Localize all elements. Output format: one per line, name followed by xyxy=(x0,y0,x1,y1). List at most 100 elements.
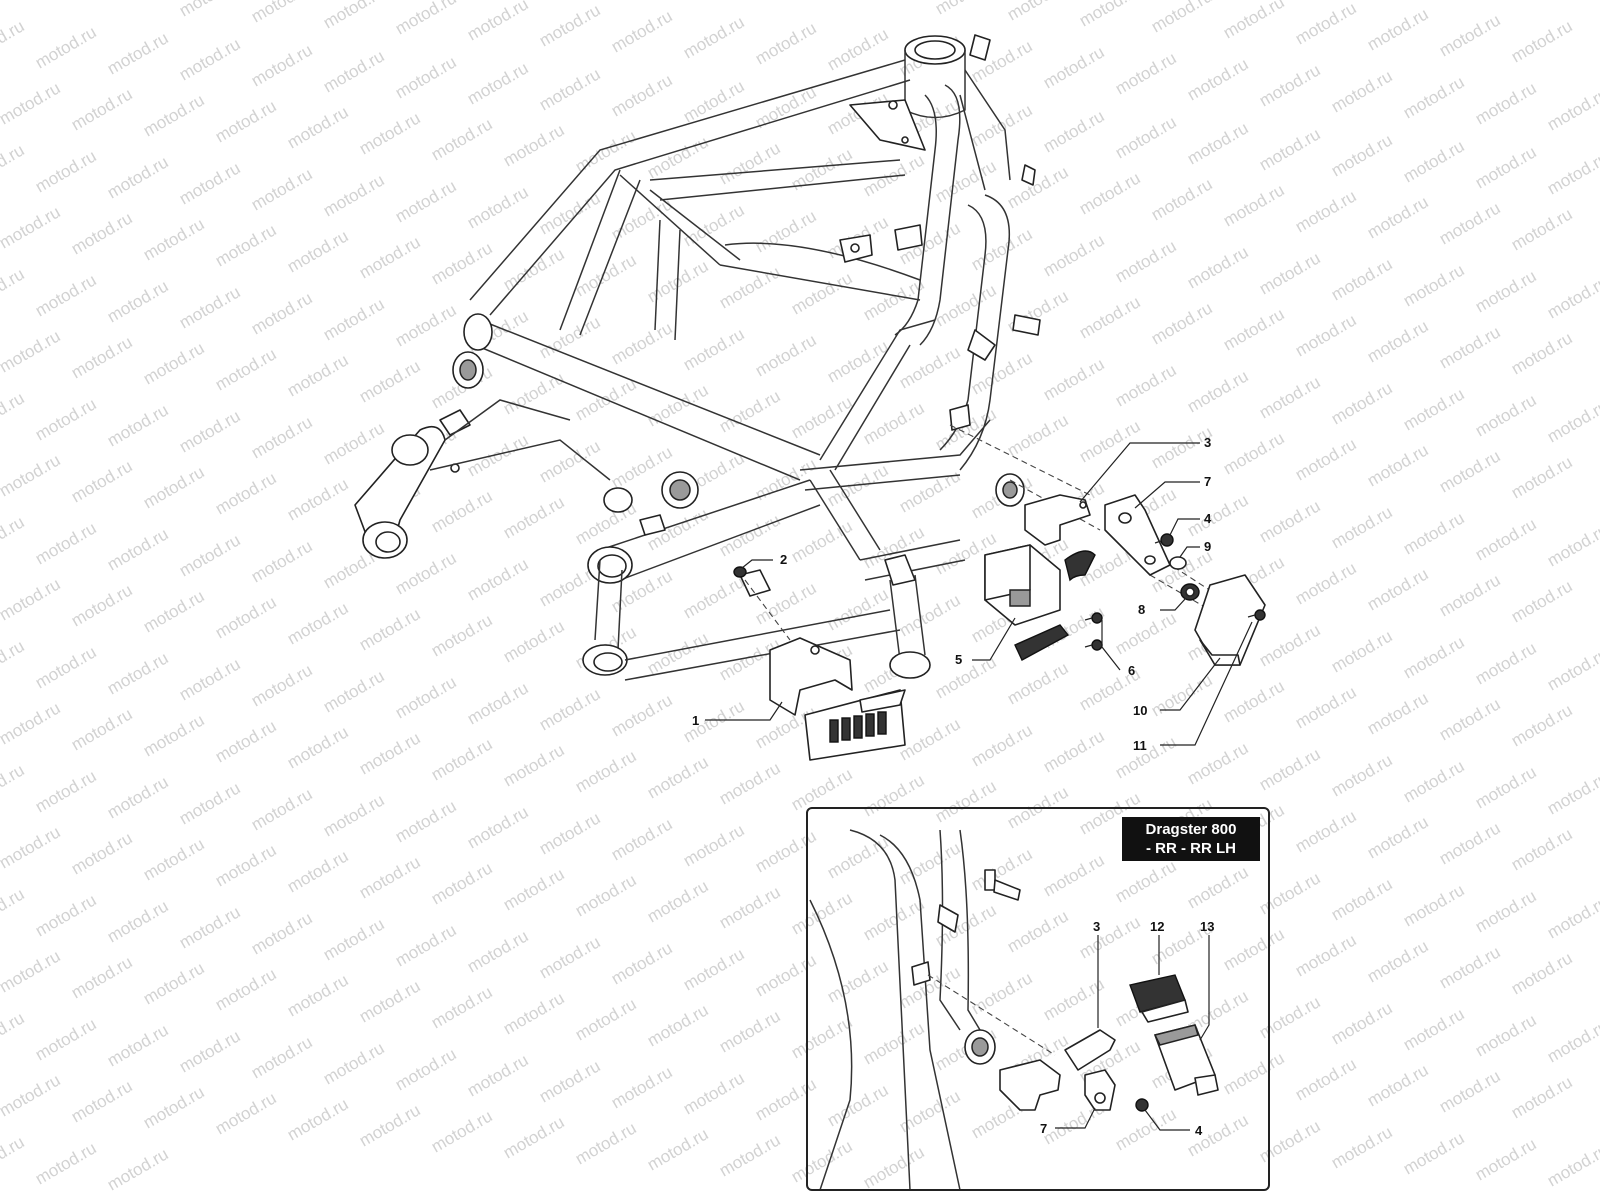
fuse xyxy=(853,715,863,739)
mid-diagonal xyxy=(834,344,911,471)
steering-head-bore xyxy=(914,40,956,60)
bracket-hole xyxy=(850,243,860,253)
bottom-rail xyxy=(624,629,901,681)
callout-8: 8 xyxy=(1138,602,1145,617)
inset-callout-12: 12 xyxy=(1150,919,1164,934)
lower-tab xyxy=(884,554,916,586)
inset-callout-13: 13 xyxy=(1200,919,1214,934)
inset-diagram: 3 12 13 7 4 xyxy=(809,829,1219,1191)
trellis-rail xyxy=(719,264,921,301)
motorcycle-frame xyxy=(354,34,1041,681)
lower-tab xyxy=(739,569,771,597)
left-vertical xyxy=(594,559,601,641)
bottom-vertical xyxy=(914,574,926,656)
trellis-upper-rail xyxy=(649,159,901,181)
inset-callout-7: 7 xyxy=(1040,1121,1047,1136)
upper-left-tube xyxy=(469,59,906,301)
lower-rail xyxy=(799,419,991,471)
mount-bore xyxy=(1002,481,1018,499)
inset-tab xyxy=(937,904,959,933)
bracket-hole xyxy=(810,645,820,655)
callout-10: 10 xyxy=(1133,703,1147,718)
trellis-diagonal xyxy=(619,174,721,266)
left-lower-tube xyxy=(599,479,811,551)
lower-rail xyxy=(804,474,961,491)
trellis-rail xyxy=(724,242,921,281)
tube-bore xyxy=(597,554,627,578)
assembly-line-3 xyxy=(949,424,1091,496)
part-10-cover xyxy=(1194,574,1266,666)
inset-tab xyxy=(911,961,931,986)
fuse xyxy=(829,719,839,743)
side-tab xyxy=(967,329,996,361)
side-tab xyxy=(949,404,971,431)
inset-assembly-line xyxy=(927,974,1056,1056)
mid-diagonal xyxy=(829,469,881,551)
callout-6: 6 xyxy=(1128,663,1135,678)
inset-callout-4: 4 xyxy=(1195,1123,1203,1138)
part-7-support-plate xyxy=(1104,494,1171,576)
part-5-voltage-regulator xyxy=(984,544,1096,661)
bracket-hole xyxy=(888,100,898,110)
inset-frame xyxy=(806,807,1270,1191)
side-stud xyxy=(1012,314,1041,336)
trellis-diagonal xyxy=(649,189,741,261)
bottom-rail xyxy=(624,609,891,661)
steering-bracket xyxy=(849,99,926,151)
right-down-tube-outer xyxy=(959,194,1011,471)
part-2-rubber-grommet xyxy=(733,566,747,578)
assembly-line-8 xyxy=(1149,574,1211,611)
cross-tube xyxy=(479,319,821,456)
inset-part-3-bracket xyxy=(999,1059,1061,1111)
pivot-bore xyxy=(375,531,401,553)
inset-part-12-base xyxy=(1141,999,1189,1023)
trellis-upper-rail xyxy=(659,174,906,201)
fuse xyxy=(865,713,875,737)
frame-bracket xyxy=(894,224,923,251)
trellis-post xyxy=(654,219,661,331)
inset-plate-hole xyxy=(1094,1092,1106,1104)
lower-cross xyxy=(859,539,961,561)
engine-mount-bore xyxy=(669,479,691,501)
callout-7: 7 xyxy=(1204,474,1211,489)
assembly-line-1 xyxy=(744,579,791,641)
part-11-screw xyxy=(1247,609,1266,621)
plate-lug xyxy=(439,409,471,436)
inset-stud-shaft xyxy=(993,879,1021,901)
tube-end xyxy=(463,313,493,351)
inset-part-7-plate xyxy=(1084,1069,1116,1111)
tube-end xyxy=(889,651,931,679)
main-callouts: 1 2 3 4 5 6 7 8 9 10 11 xyxy=(692,435,1253,753)
lower-cross xyxy=(864,559,966,581)
trellis-post xyxy=(674,229,681,341)
left-lower-tube xyxy=(619,504,821,581)
callout-2: 2 xyxy=(780,552,787,567)
callout-3: 3 xyxy=(1204,435,1211,450)
pivot-boss xyxy=(391,434,429,466)
callout-11: 11 xyxy=(1133,738,1147,753)
lower-tab xyxy=(639,514,666,536)
fuse xyxy=(841,717,851,741)
part-3-bracket xyxy=(1024,494,1091,546)
cross-tube xyxy=(474,344,801,481)
mid-diagonal xyxy=(819,319,936,461)
engine-mount-bore xyxy=(459,359,477,381)
part-4-screw xyxy=(1154,533,1174,547)
upper-right-tube xyxy=(964,69,1011,181)
inset-mount-bore xyxy=(971,1037,989,1057)
inset-part-13-top xyxy=(1153,1024,1199,1046)
part-6-screws xyxy=(1084,612,1103,651)
bracket-hole xyxy=(901,136,909,144)
inset-part-3-arm xyxy=(1064,1029,1116,1071)
upper-left-tube-inner xyxy=(489,79,911,316)
fuse xyxy=(877,711,887,735)
part-1-fusebox-bracket xyxy=(769,637,906,761)
inset-part-4-screw xyxy=(1135,1098,1149,1112)
steering-lug xyxy=(969,34,991,61)
inset-part-13-tab xyxy=(1194,1074,1219,1096)
trellis-diagonal xyxy=(579,179,641,336)
callout-1: 1 xyxy=(692,713,699,728)
upper-right-tube-inner xyxy=(959,94,986,191)
tube-bore xyxy=(593,652,623,672)
